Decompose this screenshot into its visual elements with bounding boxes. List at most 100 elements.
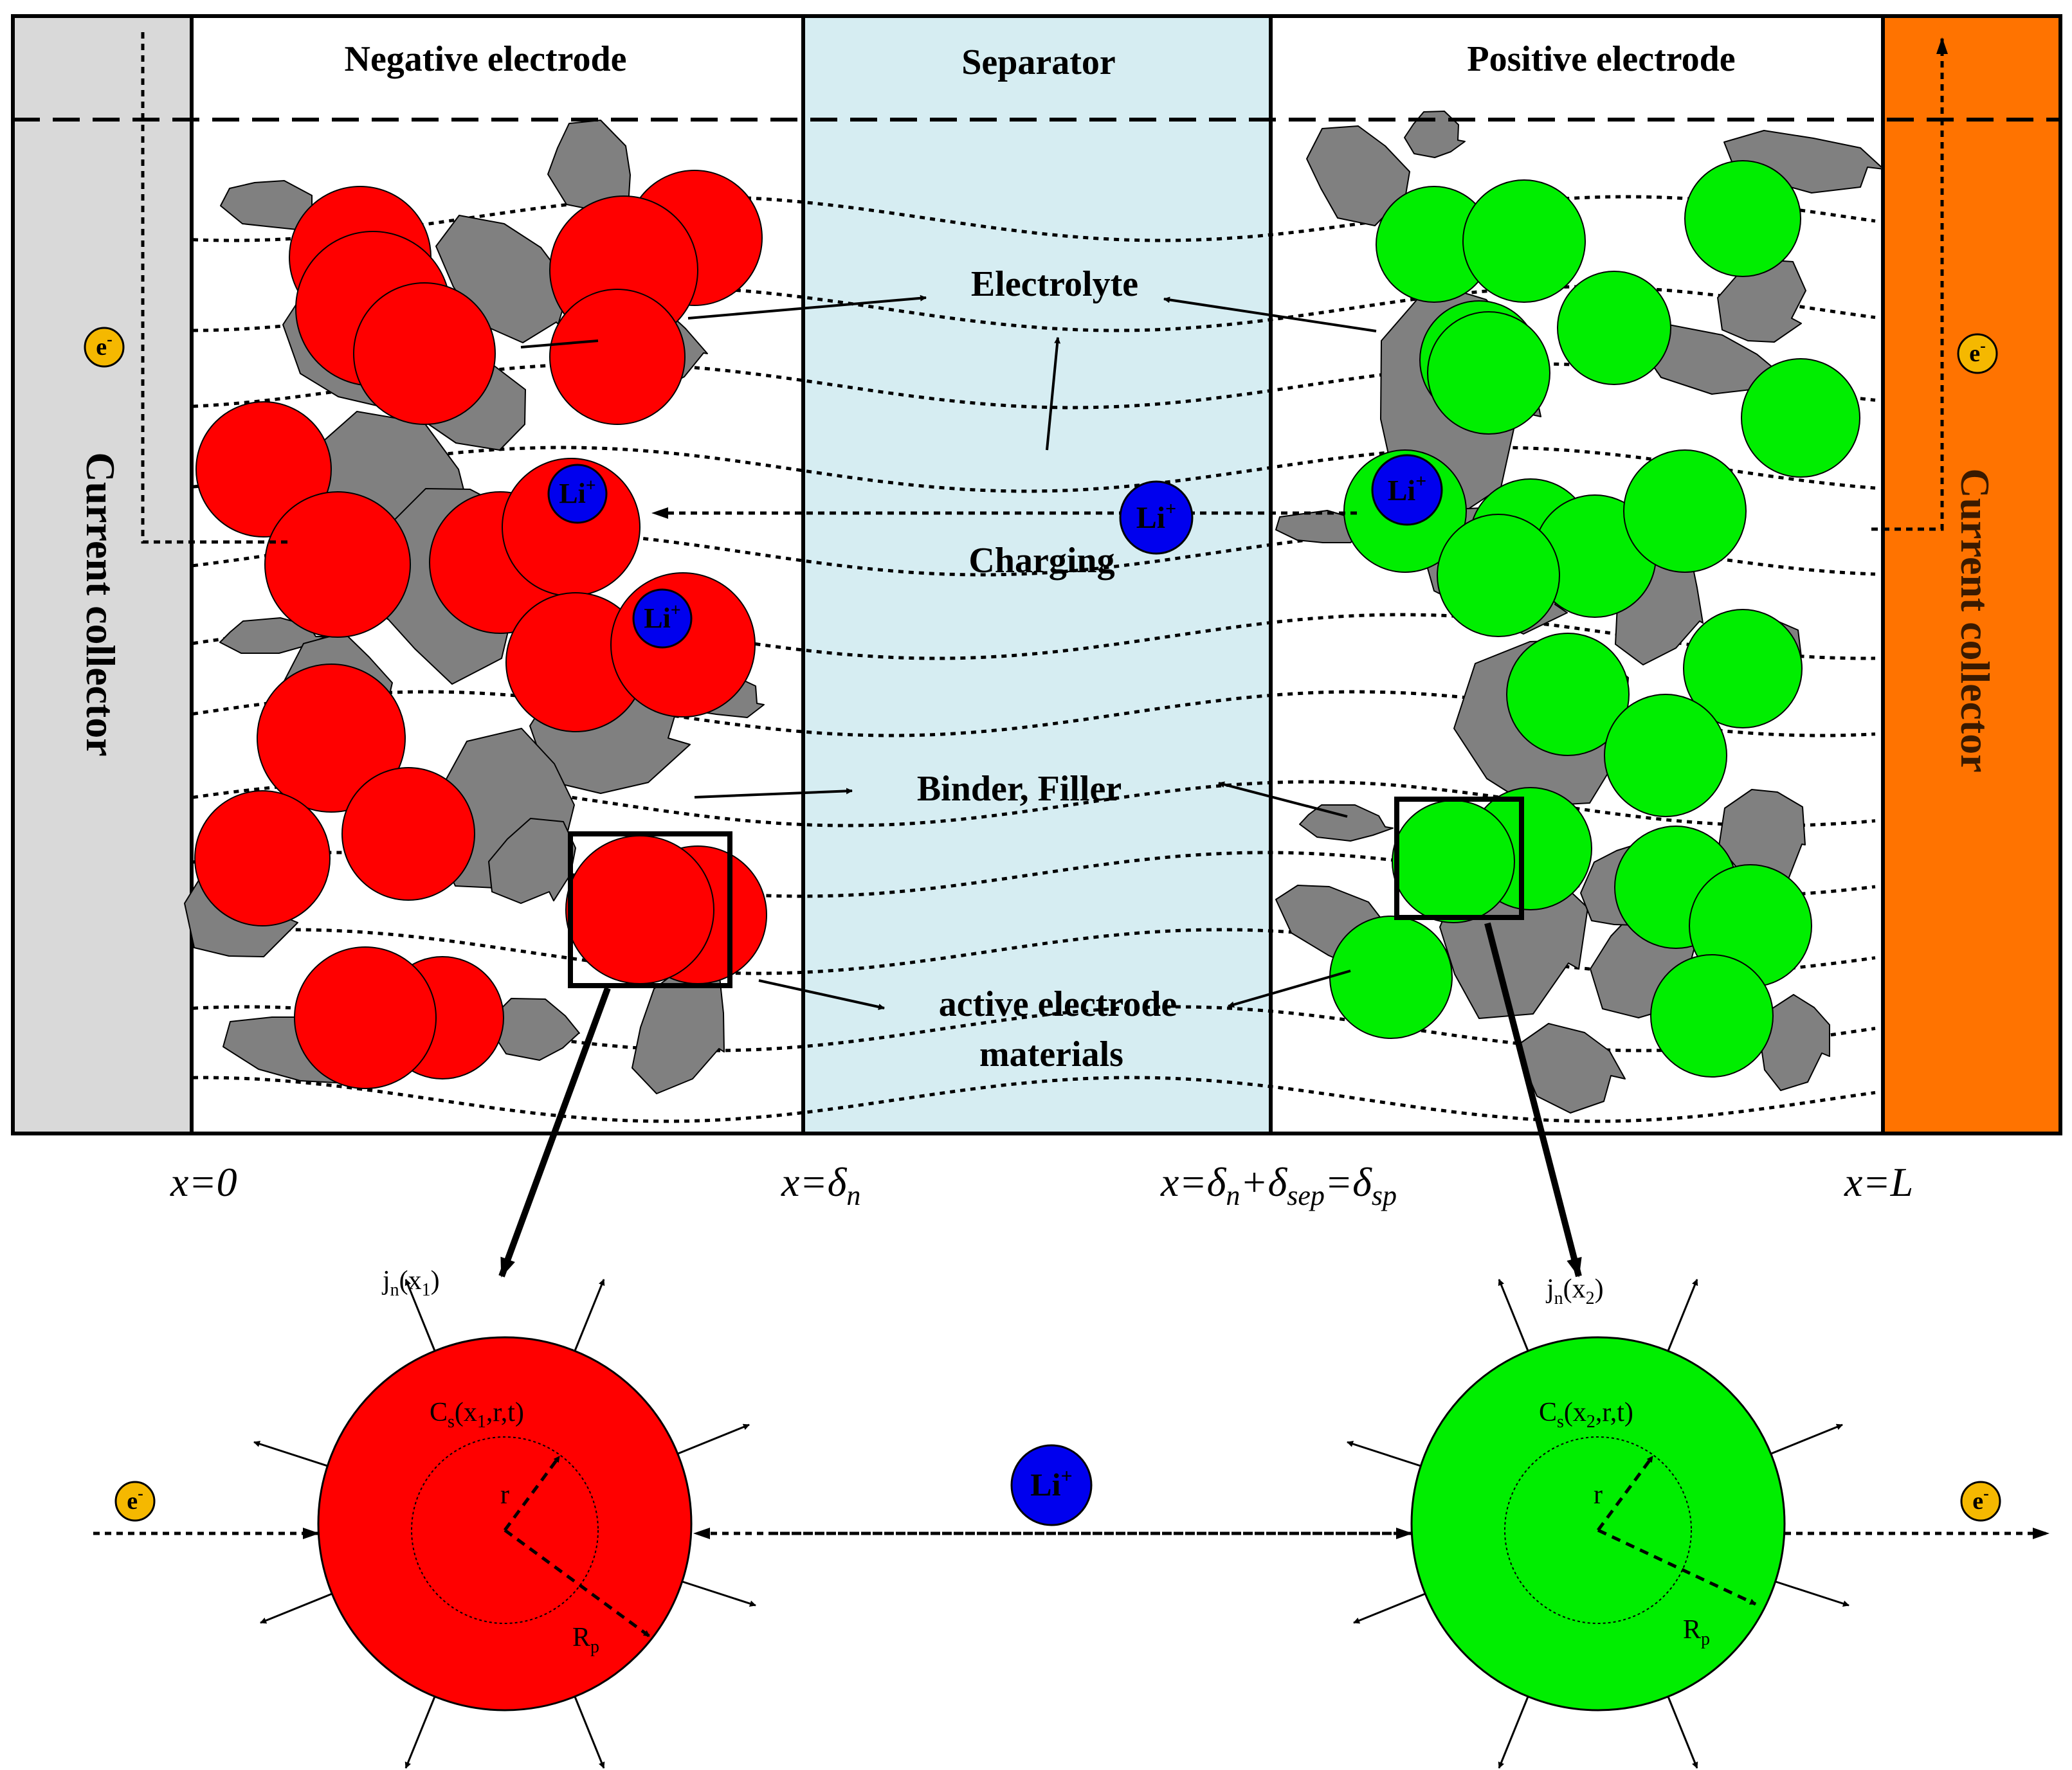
left-flux-label: jn(x1) (381, 1266, 440, 1300)
negative-particle-inner (411, 1436, 599, 1624)
binder-blob (220, 180, 321, 231)
zoom-box-positive (1394, 797, 1524, 920)
negative-particle (341, 767, 475, 901)
negative-particle (195, 401, 332, 537)
zoom-box-negative (568, 831, 732, 988)
positive-particle (1604, 694, 1727, 817)
li-ion: Li+ (632, 588, 693, 649)
flux-arrow (1775, 1580, 1849, 1607)
flux-arrow (1353, 1593, 1426, 1624)
positive-particle (1427, 311, 1550, 435)
electron: e- (1957, 333, 1998, 374)
position-x-delta-n: x=δn (781, 1159, 860, 1211)
positive-particle (1741, 358, 1860, 478)
negative-particle (194, 790, 331, 926)
negative-particle (294, 946, 437, 1089)
left-concentration-label: Cs(x1,r,t) (430, 1398, 524, 1432)
negative-particle (610, 572, 756, 718)
left-collector-label: Current collector (78, 452, 123, 756)
right-flux-label: jn(x2) (1545, 1274, 1604, 1308)
zoom-arrow-negative (498, 987, 611, 1278)
right-collector-label: Current collector (1952, 468, 1998, 772)
negative-particle (549, 289, 686, 425)
left-particle-flux-arrows (253, 1279, 756, 1769)
left-particle-radius-label: Rp (572, 1623, 599, 1657)
svg-text:Li+: Li+ (1030, 1464, 1072, 1503)
electron: e- (114, 1481, 156, 1522)
negative-particle-detail (317, 1336, 693, 1711)
binder-blob (1306, 125, 1410, 226)
electron-path-right (1871, 37, 1948, 531)
charging-label: Charging (968, 541, 1114, 581)
position-x-delta-sp: x=δn+δsep=δsp (1160, 1159, 1397, 1211)
right-particle-radius-label: Rp (1683, 1615, 1710, 1649)
right-current-collector (1881, 14, 2062, 1135)
positive-particle (1506, 633, 1630, 756)
svg-text:Li+: Li+ (644, 601, 681, 634)
electron: e- (1960, 1481, 2001, 1522)
flux-arrow (1347, 1441, 1421, 1467)
flux-arrow (1667, 1696, 1698, 1769)
active-material-label-line1: active electrode (939, 984, 1177, 1024)
electrolyte-wave (192, 928, 1876, 975)
svg-text:Li+: Li+ (1136, 498, 1176, 535)
svg-text:Li+: Li+ (1388, 471, 1427, 507)
left-current-collector (11, 14, 194, 1135)
negative-electrode-title: Negative electrode (345, 39, 627, 79)
positive-particle (1650, 954, 1774, 1078)
positive-particle (1462, 179, 1586, 303)
svg-text:e-: e- (1972, 1484, 1989, 1515)
binder-filler-label: Binder, Filler (917, 769, 1122, 809)
flux-arrow (682, 1580, 756, 1607)
binder-blob (547, 120, 631, 212)
annotation-pointers (520, 294, 1377, 1010)
li-ion: Li+ (1371, 454, 1443, 526)
flux-arrow (253, 1441, 328, 1467)
positive-particle (1329, 916, 1453, 1039)
electrolyte-wave (192, 446, 1876, 493)
left-radius-label: r (500, 1480, 509, 1510)
electrolyte-label: Electrolyte (971, 264, 1138, 304)
electron-path-left (141, 32, 289, 544)
positive-particle (1683, 609, 1803, 728)
electrolyte-wave (192, 1076, 1876, 1123)
flux-arrow (1498, 1279, 1529, 1351)
binder-blob (1299, 804, 1394, 842)
svg-text:e-: e- (127, 1484, 143, 1515)
flux-arrow (1667, 1279, 1698, 1351)
electrolyte-wave (192, 690, 1876, 737)
positive-particle (1392, 800, 1515, 923)
zoom-arrow-positive (1484, 922, 1582, 1278)
svg-text:e-: e- (96, 330, 113, 361)
right-particle-flux-arrows (1347, 1279, 1849, 1769)
svg-text:e-: e- (1969, 336, 1986, 367)
position-xL: x=L (1844, 1159, 1913, 1205)
positive-particle (1437, 514, 1560, 637)
flux-arrow (404, 1696, 436, 1769)
flux-arrow (1498, 1696, 1529, 1769)
positive-electrode-title: Positive electrode (1467, 39, 1735, 79)
binder-blob (632, 962, 725, 1094)
electrolyte-wave (192, 195, 1876, 242)
flux-arrow (574, 1279, 605, 1351)
flux-arrow (260, 1593, 332, 1624)
binder-blob (1404, 111, 1466, 158)
positive-particle (1557, 271, 1671, 385)
position-x0: x=0 (170, 1159, 237, 1205)
positive-particle-detail (1410, 1336, 1786, 1711)
right-concentration-label: Cs(x2,r,t) (1539, 1398, 1633, 1432)
svg-text:Li+: Li+ (559, 476, 596, 509)
positive-particle (1684, 160, 1801, 277)
negative-particle (565, 835, 714, 984)
flux-arrow (574, 1696, 605, 1769)
positive-radius-Rp (1597, 1528, 1757, 1606)
active-material-label-line2: materials (979, 1034, 1123, 1074)
negative-particle (257, 664, 406, 813)
binder-blob (488, 818, 576, 904)
negative-particle (264, 491, 411, 638)
flux-arrow (1770, 1423, 1843, 1455)
positive-particle (1623, 449, 1747, 573)
separator-title: Separator (961, 42, 1116, 82)
negative-particle (353, 282, 496, 425)
electron: e- (84, 327, 125, 368)
